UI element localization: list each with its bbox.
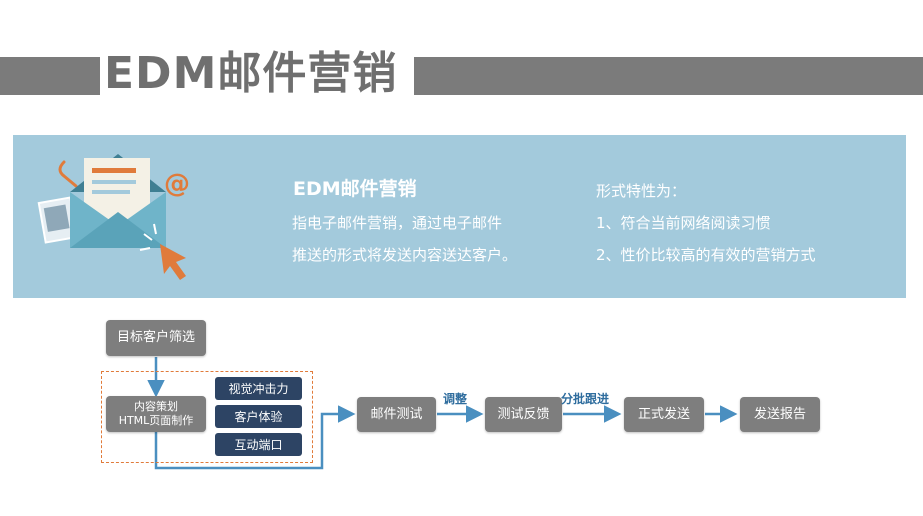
edge-content-to-test <box>154 405 356 470</box>
step-email-test: 邮件测试 <box>357 397 436 432</box>
envelope-illustration: @ <box>37 154 190 280</box>
tag-visual-impact: 视觉冲击力 <box>215 377 302 400</box>
step-content-planning: 内容策划 HTML页面制作 <box>106 396 206 432</box>
edge-label-batch-follow: 分批跟进 <box>561 392 610 406</box>
intro-desc-line1: 指电子邮件营销，通过电子邮件 <box>292 214 503 232</box>
paperclip-icon <box>58 160 78 188</box>
step-formal-send: 正式发送 <box>624 397 704 432</box>
envelope-icon <box>70 154 166 248</box>
features-title: 形式特性为： <box>596 182 687 200</box>
intro-desc-line2: 推送的形式将发送内容送达客户。 <box>292 246 518 264</box>
header-bar-left <box>0 57 100 95</box>
edge-label-adjust: 调整 <box>443 392 468 406</box>
content-group-frame <box>101 371 313 463</box>
step-send-report: 发送报告 <box>740 397 820 432</box>
header-bar-right <box>414 57 923 95</box>
feature-item-2: 2、性价比较高的有效的营销方式 <box>596 246 816 264</box>
tag-interactive-port: 互动端口 <box>215 433 302 456</box>
step-target-customers: 目标客户筛选 <box>106 320 206 356</box>
feature-item-1: 1、符合当前网络阅读习惯 <box>596 214 771 232</box>
page-title: EDM邮件营销 <box>104 48 398 99</box>
at-sign-icon: @ <box>164 169 190 199</box>
tag-customer-experience: 客户体验 <box>215 405 302 428</box>
step-test-feedback: 测试反馈 <box>485 397 562 432</box>
cursor-click-icon <box>139 223 186 280</box>
intro-title: EDM邮件营销 <box>293 178 417 200</box>
photo-card-icon <box>37 196 79 244</box>
step-content-line1: 内容策划 <box>134 400 178 413</box>
step-content-line2: HTML页面制作 <box>118 414 194 427</box>
